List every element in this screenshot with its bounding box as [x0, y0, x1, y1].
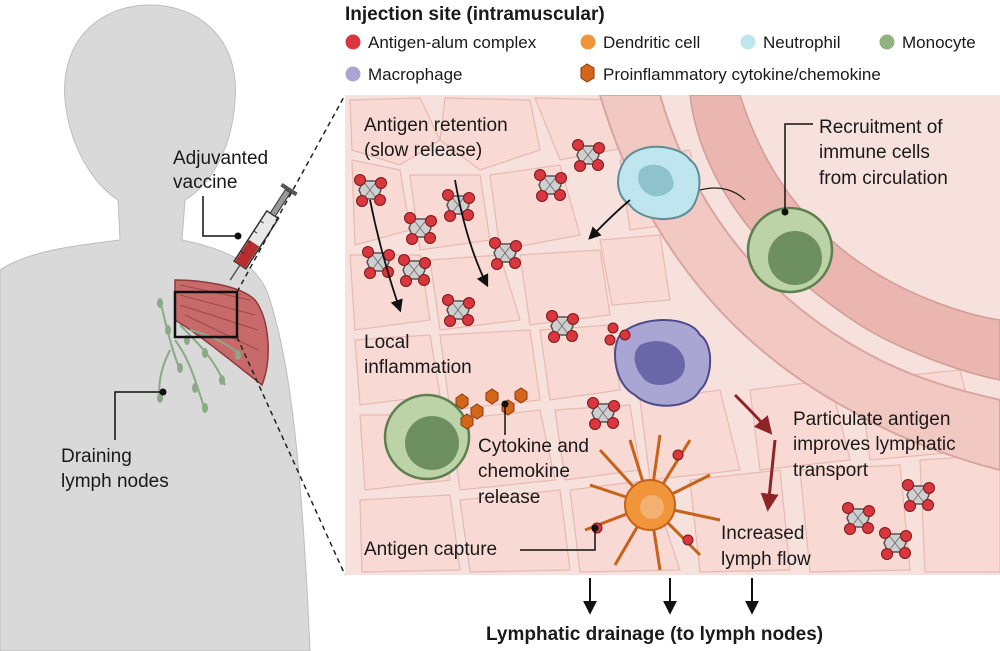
inflammation-label: Local inflammation: [364, 332, 472, 378]
neutrophil-cell: [617, 145, 701, 221]
svg-text:Neutrophil: Neutrophil: [763, 33, 841, 52]
orange-circle-icon: [580, 34, 596, 50]
recruitment-label: Recruitment of immune cells from circula…: [819, 117, 948, 189]
green-circle-icon: [879, 34, 895, 50]
zoom-line-top: [236, 94, 346, 293]
lymph-flow-label: Increased lymph flow: [721, 523, 811, 570]
orange-hexagon-icon: [580, 63, 595, 83]
svg-text:chemokine: chemokine: [478, 461, 570, 482]
svg-text:release: release: [478, 487, 540, 508]
svg-text:immune cells: immune cells: [819, 142, 930, 163]
monocyte-cell-left: [383, 393, 471, 481]
legend-item-dendritic-cell: Dendritic cell: [580, 33, 700, 52]
vaccine-leader-line: [202, 196, 236, 237]
legend-item-monocyte: Monocyte: [879, 33, 976, 52]
svg-text:Increased: Increased: [721, 523, 804, 544]
svg-text:inflammation: inflammation: [364, 357, 472, 378]
svg-text:Monocyte: Monocyte: [902, 33, 976, 52]
macrophage-cell: [614, 319, 712, 407]
svg-text:Antigen retention: Antigen retention: [364, 115, 508, 136]
svg-text:transport: transport: [793, 460, 869, 481]
svg-text:(slow release): (slow release): [364, 140, 482, 161]
svg-text:Dendritic cell: Dendritic cell: [603, 33, 700, 52]
legend-title: Injection site (intramuscular): [345, 4, 605, 25]
syringe-icon: [229, 182, 298, 281]
svg-text:Adjuvanted: Adjuvanted: [173, 148, 268, 169]
antigen-dots: [591, 322, 694, 546]
particulate-label: Particulate antigen improves lymphatic t…: [793, 409, 956, 481]
monocyte-cell-top: [746, 206, 834, 294]
lymph-nodes-label: Draining lymph nodes: [61, 446, 169, 492]
legend-item-antigen-alum-complex: Antigen-alum complex: [345, 33, 537, 52]
lymph-nodes-leader-line: [114, 391, 160, 440]
legend: Antigen-alum complex Dendritic cell Neut…: [345, 33, 976, 84]
svg-text:Draining: Draining: [61, 446, 132, 467]
svg-text:Particulate antigen: Particulate antigen: [793, 409, 950, 430]
svg-text:Antigen capture: Antigen capture: [364, 539, 497, 560]
svg-text:lymph nodes: lymph nodes: [61, 471, 169, 492]
svg-text:Macrophage: Macrophage: [368, 65, 463, 84]
zoom-box: [173, 290, 239, 339]
cytokine-release-label: Cytokine and chemokine release: [478, 436, 589, 508]
svg-text:Local: Local: [364, 332, 409, 353]
svg-text:improves lymphatic: improves lymphatic: [793, 434, 956, 455]
cytokine-cluster: [455, 387, 528, 430]
svg-text:Cytokine and: Cytokine and: [478, 436, 589, 457]
drainage-title: Lymphatic drainage (to lymph nodes): [486, 624, 823, 645]
svg-text:lymph flow: lymph flow: [721, 549, 811, 570]
dendritic-cell: [584, 434, 721, 571]
svg-text:from circulation: from circulation: [819, 168, 948, 189]
vaccine-label: Adjuvanted vaccine: [173, 148, 268, 193]
legend-item-cytokine: Proinflammatory cytokine/chemokine: [580, 63, 881, 84]
svg-text:Proinflammatory cytokine/chemo: Proinflammatory cytokine/chemokine: [603, 65, 881, 84]
retention-label: Antigen retention (slow release): [364, 115, 508, 161]
svg-text:Recruitment of: Recruitment of: [819, 117, 943, 138]
legend-item-neutrophil: Neutrophil: [740, 33, 841, 52]
svg-text:Antigen-alum complex: Antigen-alum complex: [368, 33, 537, 52]
purple-circle-icon: [345, 66, 361, 82]
svg-text:vaccine: vaccine: [173, 172, 237, 193]
body-silhouette: [0, 4, 311, 651]
capture-label: Antigen capture: [364, 539, 497, 560]
legend-item-macrophage: Macrophage: [345, 65, 463, 84]
lightblue-circle-icon: [740, 34, 756, 50]
red-circle-icon: [345, 34, 361, 50]
zoom-line-bottom: [236, 336, 346, 576]
